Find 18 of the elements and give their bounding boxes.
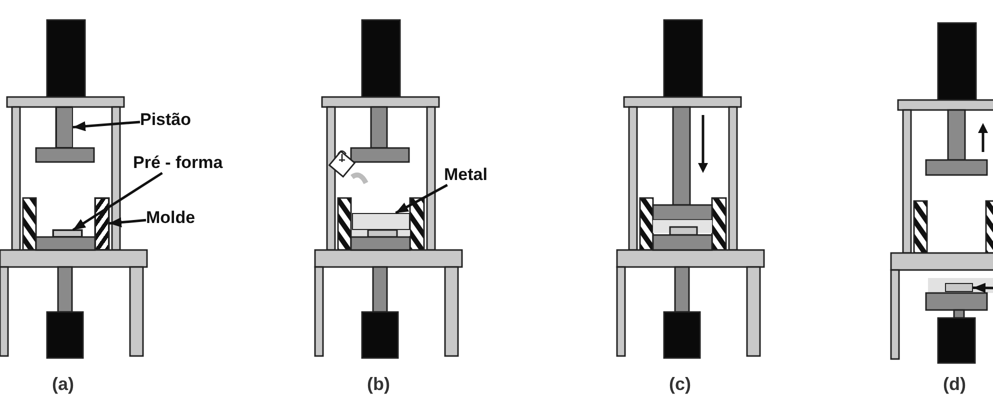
part-label: Molde [146, 208, 196, 228]
part-label: Metal [444, 165, 488, 185]
piston-rod [56, 107, 73, 148]
leader-arrow [72, 120, 140, 132]
panel-label: (c) [669, 373, 691, 395]
leader-arrow [972, 282, 993, 293]
molten-metal [352, 213, 410, 230]
panel-label: (d) [943, 373, 966, 395]
part-label: Pistão [140, 110, 192, 130]
leader-arrow [108, 217, 146, 228]
part-label: Pré - forma [133, 153, 223, 173]
panel-label: (b) [367, 373, 390, 395]
preform-block [53, 230, 82, 237]
leader-arrow [395, 184, 448, 214]
mold-wall [95, 198, 109, 250]
cast-part [945, 283, 973, 292]
leader-arrow [72, 172, 163, 232]
panel-label: (a) [52, 373, 74, 395]
